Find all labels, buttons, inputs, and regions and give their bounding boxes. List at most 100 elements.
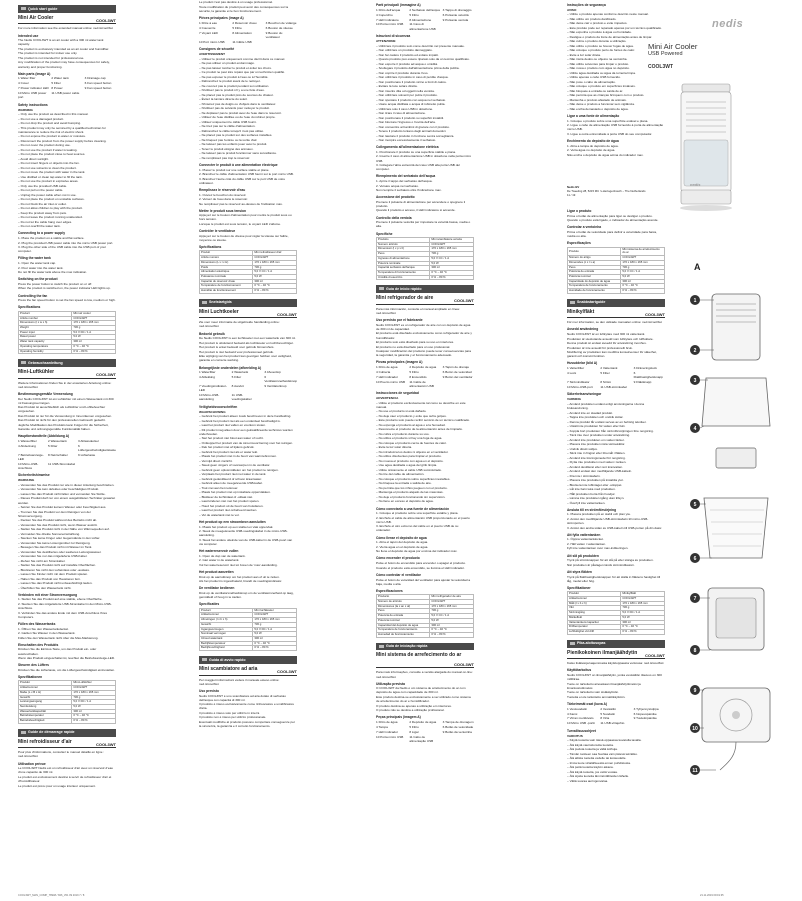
list-item-text: Verwenden Sie das Produkt nur wie in die… [20, 482, 115, 487]
list-item-text: 4 Abdeckung [18, 443, 36, 448]
column-4b: Ligar o produto Prima o botão de aliment… [567, 206, 665, 893]
list-item-text: Överfyll inte vattentanken. [569, 500, 606, 505]
list-item-text: 3 Tappo di drenaggio [442, 7, 472, 12]
list-item-text: Plaats het product niet in de buurt van … [201, 454, 277, 459]
list-item: – Verplaats het product niet met water i… [199, 472, 297, 476]
list-item: Do not fill the water tank above the max… [18, 270, 116, 274]
list-item: 9 Bouton du ventilateur [266, 31, 297, 39]
list-item: Appuyez sur le bouton d'alimentation pou… [199, 213, 297, 221]
list-item: – Vältä suoraa auringonvaloa. [567, 779, 665, 783]
list-item-text: Denna produkt får endast servas av en be… [569, 419, 647, 424]
intro-note: Zie voor meer informatie de uitgebreide … [199, 320, 280, 329]
section-title-pt: Mini sistema de arrefecimento do ar [376, 652, 462, 659]
list-item: – Placera inte produkten nära värmekällo… [567, 442, 665, 446]
list-item-text: 1 Filtro de agua [376, 365, 398, 370]
text-list: – Gebruik het product alleen zoals besch… [199, 414, 297, 517]
heading: Bestimmungsgemäße Verwendung [18, 391, 73, 396]
list-item: – No permita que los niños jueguen con e… [376, 486, 474, 490]
list-item-text: 6 Nopeuspainike [633, 711, 657, 716]
bullet-mark: – [567, 93, 570, 98]
list-item: Cuando el producto está encendido, se il… [376, 566, 474, 570]
list-item: 5 Filter [48, 444, 76, 452]
list-item: – Desligue o produto da fonte de aliment… [567, 35, 665, 39]
bullet-mark: – [567, 496, 570, 501]
list-item-text: 2. Verta água no depósito de água. [567, 148, 616, 153]
list-item-text: De Nedis COOL3WT is een luchtkoeler met … [199, 336, 296, 341]
bullet-mark: – [567, 451, 570, 456]
bullet-mark: – [199, 128, 202, 133]
list-item-text: Håll produkten borta från husdjur. [569, 491, 616, 496]
bullet-mark: – [199, 88, 202, 93]
list-item-text: 4 Cover [18, 81, 29, 86]
list-item: 10 Micro-USB-port [567, 385, 598, 389]
list-item: – Utilice únicamente el cable USB sumini… [376, 468, 474, 472]
intro-note: For more information see the extended ma… [18, 26, 113, 31]
list-item-text: 3 Tampa de drenagem [442, 719, 474, 724]
bullet-mark: – [199, 155, 202, 160]
list-item: – Älä sijoita tuotetta lämmönlähteiden l… [567, 774, 665, 778]
callout-marker [690, 499, 700, 509]
heading: Att styra fläkten [567, 569, 592, 574]
heading: Belangrijkste onderdelen (afbeelding A) [199, 365, 262, 370]
list-item-text: Gebruik het product niet als er water le… [201, 449, 258, 454]
bullet-mark: – [18, 219, 21, 224]
list-item-text: Använd inte produkten om vatten läcker. [569, 437, 625, 442]
list-item: – Non tirare il cavo di alimentazione. [376, 111, 474, 115]
list-item-text: Do not place the product close to heat s… [20, 152, 86, 157]
bullet-mark: – [567, 433, 570, 438]
list-item: – This product may only be serviced by a… [18, 126, 116, 134]
flag-icon [21, 730, 26, 734]
list-item-text: Lassen Sie das Produkt nicht unbeaufsich… [20, 581, 93, 586]
list-item-text: Vermijd direct zonlicht. [201, 458, 233, 463]
text-list: 1. Placera produkten på en stabil och pl… [567, 512, 665, 529]
list-item-text: Älä peitä tuotetta käytön aikana. [569, 765, 614, 770]
bullet-mark: – [376, 129, 379, 134]
list-item-text: Stick inte in fingrar eller föremål i fl… [569, 451, 626, 456]
text-list: Druk op de ventilatorsnelheidsknop om de… [199, 591, 297, 599]
bullet-mark: – [199, 133, 202, 138]
list-item: – Este producto solo puede recibir servi… [376, 418, 474, 422]
bullet-mark: – [567, 57, 570, 62]
list-item-text: Do not insert fingers or objects into th… [20, 161, 80, 166]
list-item-text: Verplaats het product niet met water in … [201, 472, 267, 477]
list-item-text: Laat het product niet onbeheerd werken. [201, 508, 258, 513]
bullet-mark: – [376, 449, 379, 454]
list-item: – Decken Sie das Produkt während des Bet… [18, 518, 116, 522]
text-list: – Only use the product as described in t… [18, 112, 116, 228]
list-item-text: 11 Cabo de alimentação USB [409, 734, 434, 743]
list-item-text: Tuote on tarkoitettu ainoastaan ilmanjää… [567, 681, 641, 690]
list-item: 9 Botón del ventilador [443, 375, 474, 379]
list-item: – Stel het product niet bloot aan water … [199, 436, 297, 440]
spec-value: 0 % – 80 % [71, 348, 116, 355]
bullet-mark: – [199, 499, 202, 504]
text-list: Tryck på strömknappen för att slå på ell… [567, 558, 665, 567]
list-item-text: Prima o botão de velocidade para definir… [567, 230, 657, 239]
list-item: 1. Open the water tank cap. [18, 261, 116, 265]
list-item-text: 7 Power indicator LED [18, 86, 49, 91]
list-item-text: 7 LED indicador [376, 729, 399, 734]
list-item: El producto está diseñado exclusivamente… [376, 331, 474, 339]
bullet-mark: – [18, 138, 21, 143]
list-item: – Não deixe cair o produto e evite impac… [567, 21, 665, 25]
list-item-text: Não bloqueie a entrada ou saída de ar. [569, 88, 624, 93]
list-item: – Do not use the product if water is lea… [18, 148, 116, 152]
spec-value: 0 % – 80 % [252, 645, 297, 652]
heading: Parti principali (immagine A) [376, 3, 421, 7]
list-item-text: 3. Branchez l'autre côté du câble USB su… [199, 176, 286, 185]
list-item: Denna produkt är endast avsedd för använ… [567, 341, 665, 345]
list-item-text: Premere il pulsante di alimentazione per… [376, 199, 466, 208]
list-item-text: Não coloque o produto em superfícies ins… [569, 84, 636, 89]
list-item: 6 Bouton de vitesse [266, 26, 297, 30]
text-list: Prima o botão de alimentação para ligar … [567, 214, 665, 223]
list-item: – Non consentire ai bambini di giocare c… [376, 125, 474, 129]
list-item-text: Vältä suoraa auringonvaloa. [569, 778, 609, 783]
exploded-parts-diagram: A 1 2 3 4 5 6 7 8 9 10 11 [690, 262, 771, 775]
list-item: Das Produkt ist nicht für den profession… [18, 418, 116, 422]
list-item-text: 2. Stecken Sie das mitgelieferte USB-Str… [18, 601, 112, 611]
list-item-text: 1 Vattenfilter [567, 366, 585, 371]
list-item-text: 1. Posizionare il prodotto su una superf… [376, 149, 456, 154]
